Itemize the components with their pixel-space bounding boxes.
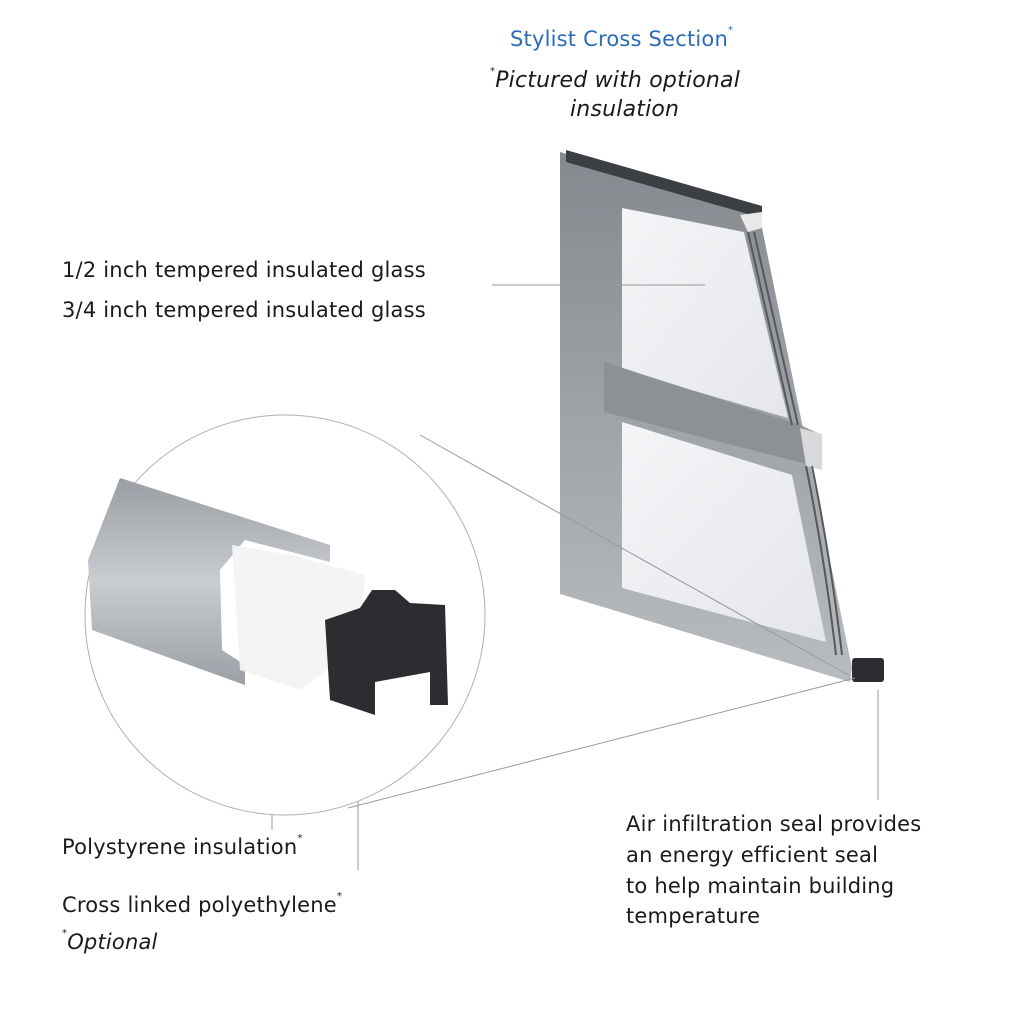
label-seal-line3: to help maintain building: [626, 874, 895, 898]
lower-glass-pane: [622, 422, 826, 642]
seal-icon: [852, 658, 884, 682]
magnified-detail: [84, 414, 486, 816]
window-frame: [560, 150, 884, 682]
label-seal-line1: Air infiltration seal provides: [626, 812, 922, 836]
label-seal-line4: temperature: [626, 904, 761, 928]
upper-glass-pane: [622, 208, 788, 418]
label-glass-half: 1/2 inch tempered insulated glass: [62, 258, 426, 282]
label-polystyrene: Polystyrene insulation*: [62, 833, 303, 859]
mullion: [604, 362, 822, 468]
polyethylene-seal: [325, 590, 448, 715]
diagram-title: Stylist Cross Section*: [510, 25, 734, 51]
title-note-line2: insulation: [570, 97, 680, 122]
label-polyethylene: Cross linked polyethylene*: [62, 891, 343, 917]
label-glass-three-quarter: 3/4 inch tempered insulated glass: [62, 298, 426, 322]
label-optional: *Optional: [62, 928, 158, 954]
label-seal-line2: an energy efficient seal: [626, 843, 879, 867]
title-note-line1: *Pictured with optional: [490, 66, 741, 93]
